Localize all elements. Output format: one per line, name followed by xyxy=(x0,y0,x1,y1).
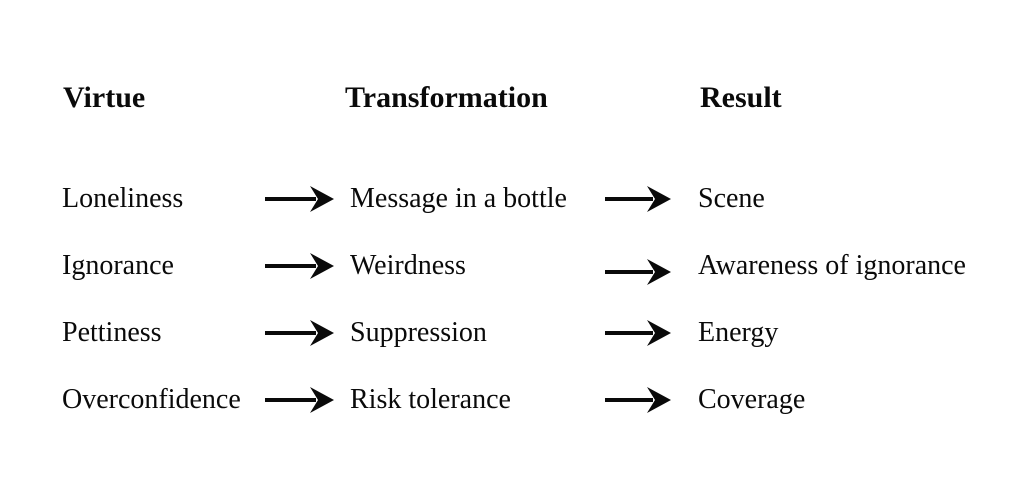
right-arrow-icon xyxy=(604,319,698,346)
right-arrow-icon xyxy=(264,252,350,279)
right-arrow-icon xyxy=(264,319,350,346)
virtue-cell: Ignorance xyxy=(62,249,174,281)
right-arrow-icon xyxy=(604,185,698,212)
virtue-cell: Overconfidence xyxy=(62,383,241,415)
rows-container: Loneliness Message in a bottle Scene Ign… xyxy=(0,165,1024,433)
right-arrow-icon xyxy=(264,386,350,413)
header-result: Result xyxy=(700,81,782,114)
table-row: Ignorance Weirdness Awareness of ignoran… xyxy=(0,232,1024,299)
result-cell: Coverage xyxy=(698,383,806,415)
transformation-cell: Suppression xyxy=(350,316,487,348)
table-row: Pettiness Suppression Energy xyxy=(0,299,1024,366)
result-cell: Awareness of ignorance xyxy=(698,249,966,281)
result-cell: Energy xyxy=(698,316,779,348)
transformation-cell: Message in a bottle xyxy=(350,182,567,214)
table-row: Overconfidence Risk tolerance Coverage xyxy=(0,366,1024,433)
right-arrow-icon xyxy=(604,253,698,285)
header-row: Virtue Transformation Result xyxy=(0,82,1024,114)
right-arrow-icon xyxy=(264,185,350,212)
virtue-cell: Pettiness xyxy=(62,316,162,348)
transformation-cell: Risk tolerance xyxy=(350,383,511,415)
virtue-cell: Loneliness xyxy=(62,182,184,214)
header-virtue: Virtue xyxy=(63,81,146,114)
header-transformation: Transformation xyxy=(345,81,548,114)
table-row: Loneliness Message in a bottle Scene xyxy=(0,165,1024,232)
result-cell: Scene xyxy=(698,182,765,214)
transformation-cell: Weirdness xyxy=(350,249,466,281)
right-arrow-icon xyxy=(604,386,698,413)
